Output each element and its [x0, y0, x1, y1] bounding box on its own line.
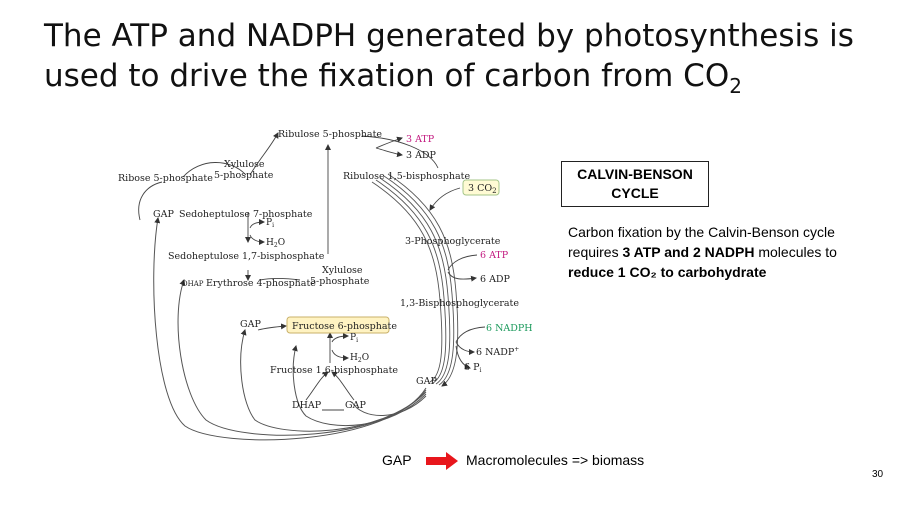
- label-gap-main: GAP: [416, 376, 437, 387]
- label-xylulose-b1: Xylulose: [322, 265, 363, 276]
- title-text: The ATP and NADPH generated by photosynt…: [44, 18, 854, 94]
- label-dhap: DHAP: [292, 400, 322, 411]
- label-13bpg: 1,3-Bisphosphoglycerate: [400, 298, 519, 309]
- label-xylulose-b2: 5-phosphate: [310, 276, 370, 287]
- title-subscript: 2: [729, 74, 742, 98]
- main-bundle-arrows: [371, 173, 459, 387]
- label-xylulose-a1: Xylulose: [224, 159, 265, 170]
- label-gap-bottom: GAP: [345, 400, 366, 411]
- label-3pga: 3-Phosphoglycerate: [405, 236, 501, 247]
- nadph-arrows: [455, 326, 486, 370]
- output-gap-label: GAP: [382, 452, 412, 468]
- label-6adp: 6 ADP: [480, 274, 511, 285]
- calvin-cycle-diagram: Ribulose 5-phosphate 3 ATP 3 ADP Ribulos…: [118, 129, 533, 441]
- desc-part-2: 3 ATP and 2 NADPH: [622, 244, 755, 260]
- desc-part-4: reduce 1 CO₂ to carbohydrate: [568, 264, 767, 280]
- label-f6p: Fructose 6-phosphate: [292, 321, 397, 332]
- page-number: 30: [872, 469, 884, 480]
- label-6nadph: 6 NADPH: [486, 323, 533, 334]
- label-fbp: Fructose 1,6-bisphosphate: [270, 365, 398, 376]
- f6p-badge: Fructose 6-phosphate: [286, 316, 397, 334]
- fructose-path: [305, 332, 355, 411]
- red-arrow-icon: [426, 452, 458, 470]
- ru5p-to-rubp: [361, 135, 439, 169]
- label-e4p: Erythrose 4-phosphate: [206, 278, 316, 289]
- atp-adp-mid: [447, 254, 478, 282]
- label-gap-mid: GAP: [240, 319, 261, 330]
- slide-title: The ATP and NADPH generated by photosynt…: [44, 16, 894, 96]
- box-line-1: CALVIN-BENSON: [577, 166, 693, 182]
- gap-mid-arrows: [257, 323, 287, 331]
- label-ribose-5p: Ribose 5-phosphate: [118, 173, 213, 184]
- label-ribulose-5p: Ribulose 5-phosphate: [278, 129, 382, 140]
- label-dhap-small: DHAP: [182, 280, 204, 288]
- box-line-2: CYCLE: [611, 185, 659, 201]
- left-loop: [138, 132, 301, 281]
- label-pi-a: Pi: [266, 218, 274, 229]
- svg-text:3 CO2: 3 CO2: [468, 183, 497, 195]
- co2-text: 3 CO: [468, 183, 492, 194]
- co2-arrow: [429, 187, 461, 211]
- description: Carbon fixation by the Calvin-Benson cyc…: [568, 222, 858, 282]
- label-3atp: 3 ATP: [406, 134, 435, 145]
- label-s7p: Sedoheptulose 7-phosphate: [179, 209, 313, 220]
- co2-badge: 3 CO2: [462, 179, 500, 196]
- label-h2o-b: H2O: [350, 353, 369, 364]
- label-sbp: Sedoheptulose 1,7-bisphosphate: [168, 251, 325, 262]
- desc-part-1: Carbon fixation by the Calvin-Benson cyc…: [568, 224, 835, 260]
- pi-h2o-upper: [249, 219, 265, 245]
- label-gap-left: GAP: [153, 209, 174, 220]
- label-h2o-a: H2O: [266, 238, 285, 249]
- label-ribulose-15bp: Ribulose 1,5-bisphosphate: [343, 171, 470, 182]
- macromolecules-label: Macromolecules => biomass: [466, 452, 645, 468]
- label-3adp: 3 ADP: [406, 150, 437, 161]
- label-6atp: 6 ATP: [480, 250, 509, 261]
- label-xylulose-a2: 5-phosphate: [214, 170, 274, 181]
- desc-part-3: molecules to: [754, 244, 837, 260]
- label-6pi: 6 Pi: [464, 362, 481, 374]
- atp-adp-top: [375, 136, 403, 158]
- calvin-benson-box: CALVIN-BENSON CYCLE: [561, 161, 709, 207]
- regeneration-arcs: [153, 217, 427, 441]
- label-6nadp: 6 NADP+: [476, 346, 519, 358]
- label-pi-b: Pi: [350, 333, 358, 344]
- co2-subscript: 2: [492, 187, 496, 195]
